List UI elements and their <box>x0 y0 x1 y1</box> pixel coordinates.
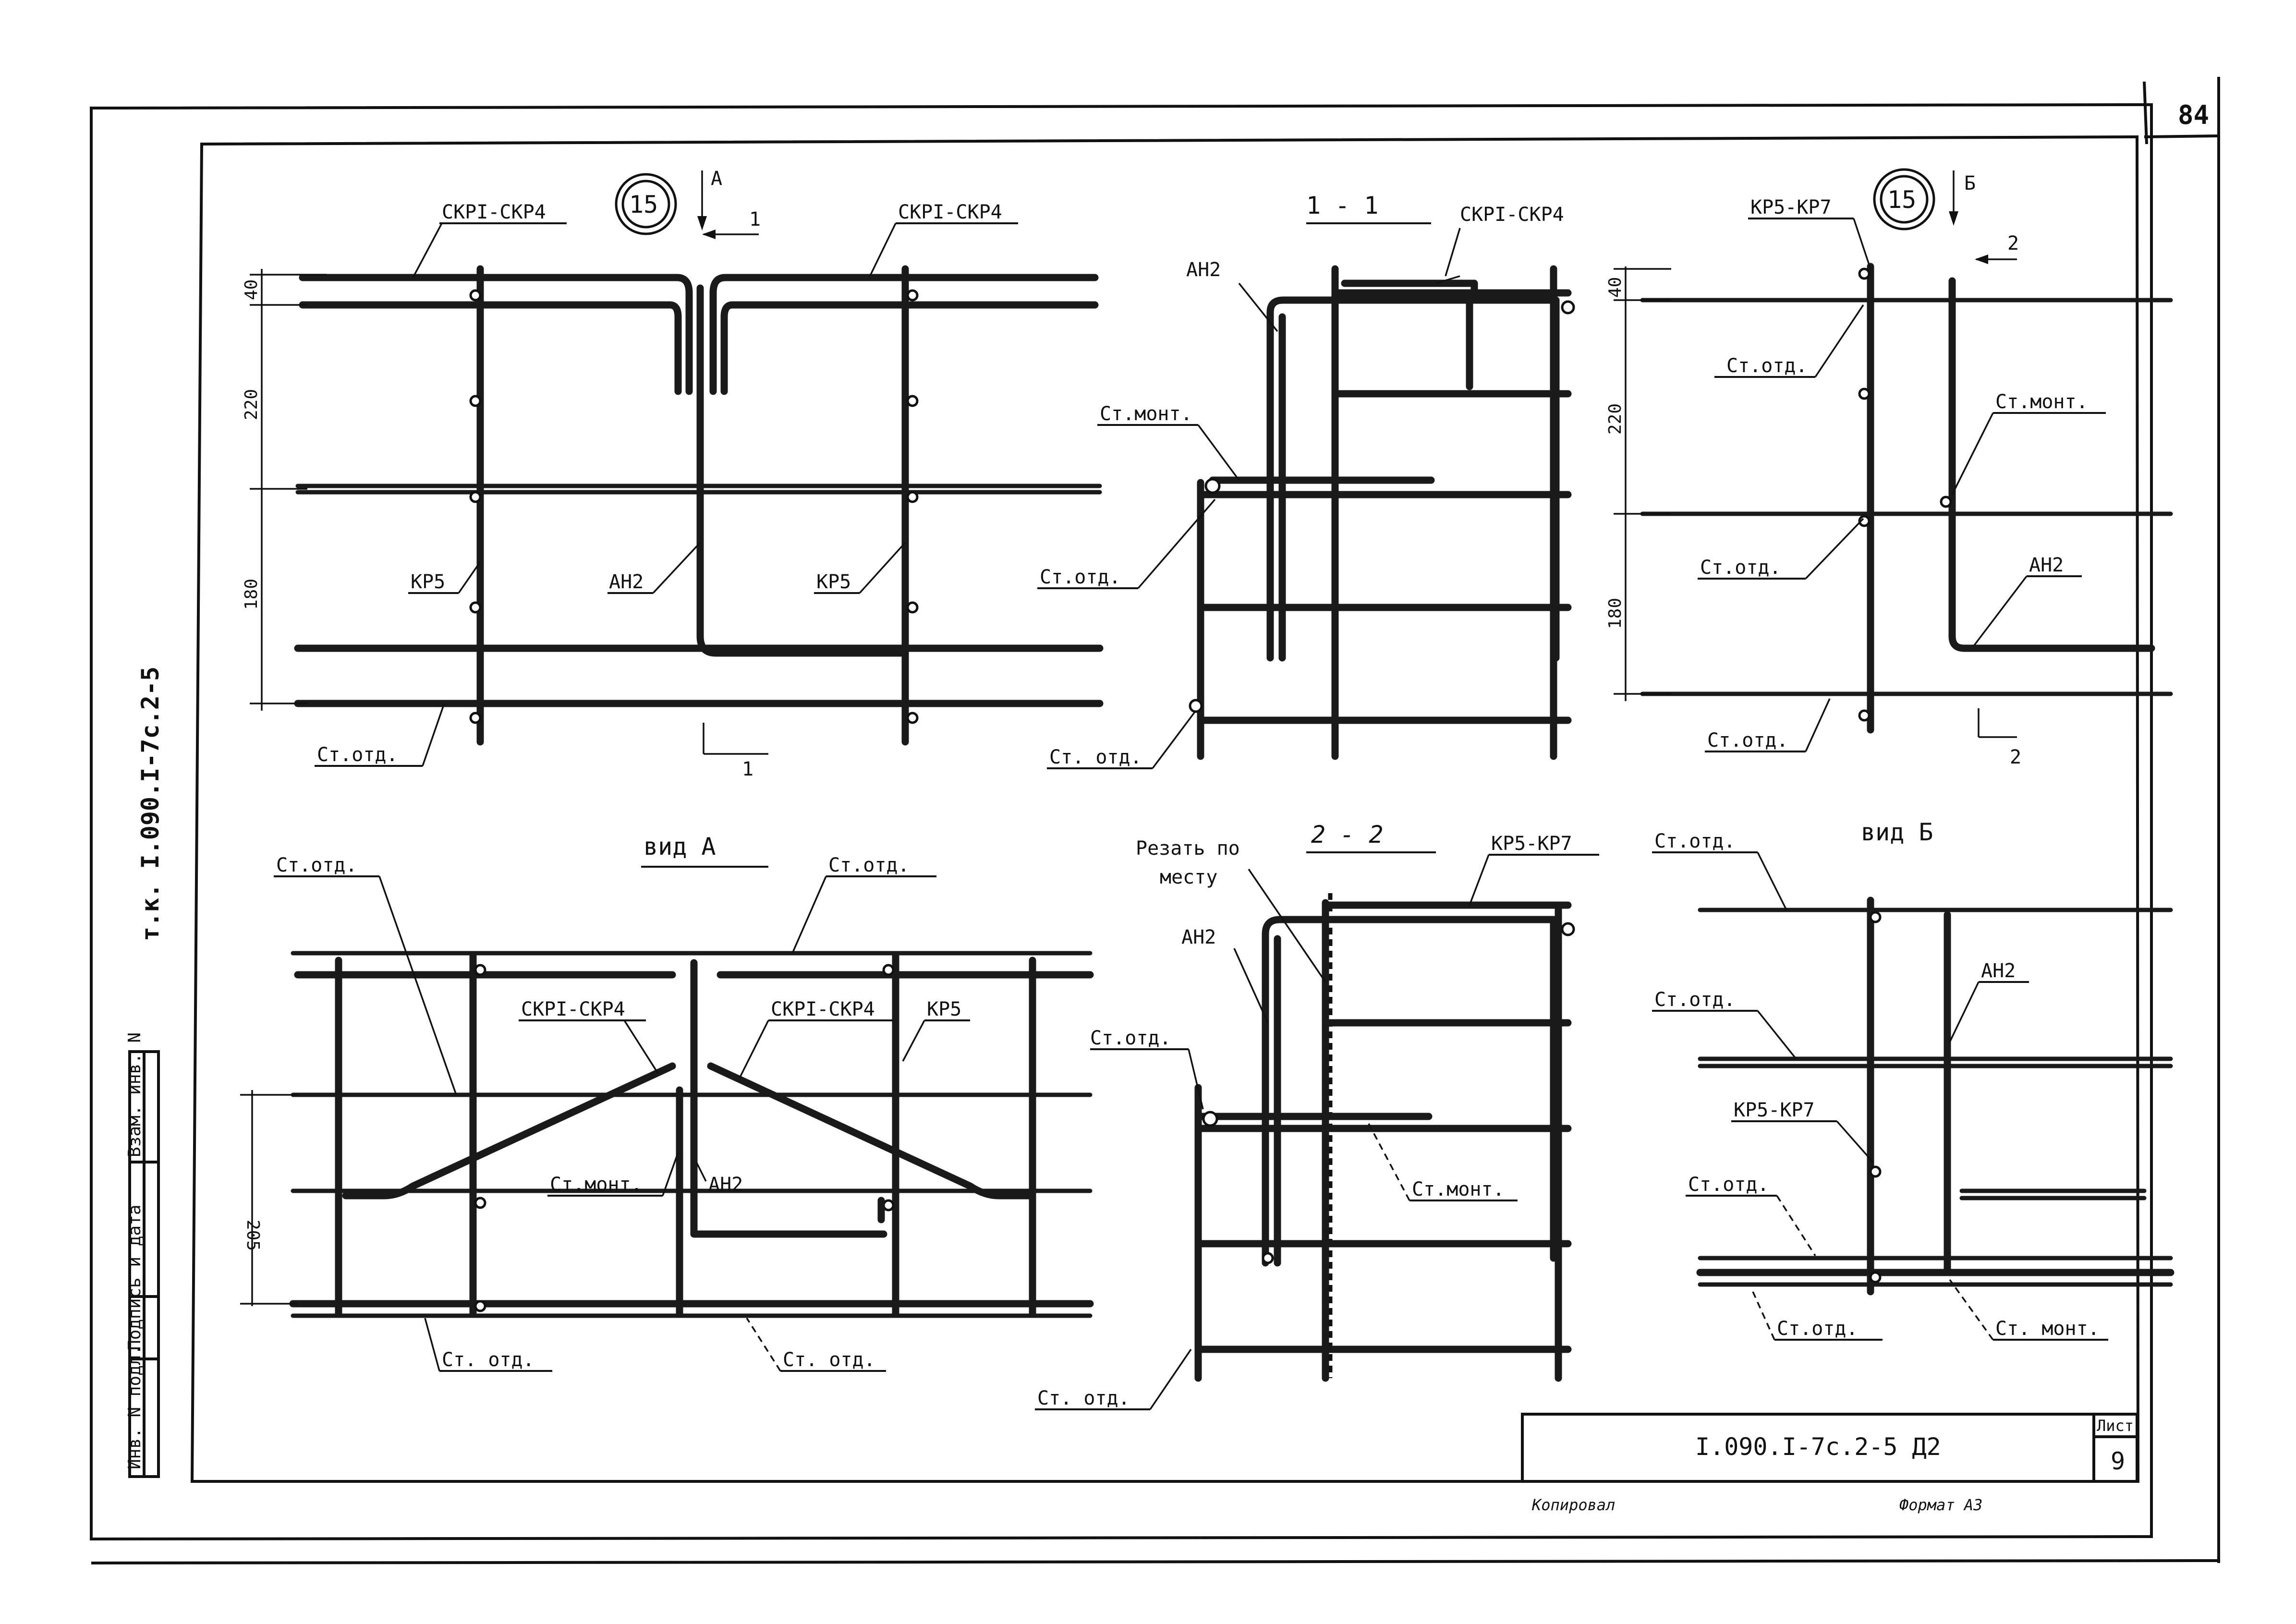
label-kp5-left: КР5 <box>411 571 445 593</box>
title-code: I.090.I-7с.2-5 Д2 <box>1695 1433 1941 1461</box>
label-st-otd-2-vb: Ст.отд. <box>1654 989 1736 1011</box>
label-st-otd-bottom-s2: Ст. отд. <box>1037 1387 1130 1409</box>
view-marker-15-b: 15 Б 40 220 180 2 2 КР5-КР7 <box>1605 168 2173 768</box>
list-number: 9 <box>2111 1447 2125 1475</box>
list-label: Лист <box>2097 1417 2134 1435</box>
label-st-otd-left-a: Ст.отд. <box>276 854 357 876</box>
label-kp-s2: КР5-КР7 <box>1491 833 1572 855</box>
view-a-title: вид А <box>644 833 716 860</box>
label-ckp-right-a: СКРI-СКР4 <box>771 998 875 1020</box>
label-ah2: АН2 <box>609 571 644 593</box>
arrow-b-label: Б <box>1964 172 1976 194</box>
label-st-otd-3-b: Ст.отд. <box>1707 729 1788 751</box>
dim-180: 180 <box>242 579 261 610</box>
label-ah2-s1: АН2 <box>1186 259 1221 281</box>
label-ckp-s1: СКРI-СКР4 <box>1460 204 1564 226</box>
stamp-inv-number: Инв. N подл. <box>125 1345 145 1469</box>
left-approval-stamp: Инв. N подл. Подпись и дата Взам. инв. N… <box>125 667 164 1478</box>
label-kp5-right: КР5 <box>816 571 851 593</box>
copied-label: Копировал <box>1531 1496 1615 1514</box>
section-2-title: 2 - 2 <box>1311 821 1384 848</box>
label-kp-vb: КР5-КР7 <box>1734 1099 1815 1121</box>
sheet-corner-number: 84 <box>2178 100 2209 130</box>
label-kp5-a: КР5 <box>927 998 961 1020</box>
label-st-otd-bottom-s1: Ст. отд. <box>1049 746 1142 768</box>
label-st-mont-s1: Ст.монт. <box>1100 403 1192 425</box>
label-cut-note-2: месту <box>1160 866 1217 888</box>
title-block: I.090.I-7с.2-5 Д2 Лист 9 Копировал Форма… <box>1521 1413 2138 1514</box>
label-st-otd-1-b: Ст.отд. <box>1726 355 1808 377</box>
stamp-replace-inv: Взам. инв. N <box>125 1032 145 1157</box>
format-label: Формат А3 <box>1899 1496 1982 1514</box>
label-ah2-a: АН2 <box>708 1174 743 1196</box>
view-section-2-2: 2 - 2 Резать по месту КР5-КР7 АН2 Ст.отд… <box>1035 821 1599 1410</box>
label-ckp-right: СКРI-СКР4 <box>898 201 1002 223</box>
stamp-document-code: т.к. I.090.I-7с.2-5 <box>136 667 164 941</box>
arrow-a-label: А <box>711 168 722 190</box>
sheet-frame: 84 <box>90 77 2220 1564</box>
view-a: вид А 205 Ст.отд. <box>240 833 1094 1372</box>
label-cut-note-1: Резать по <box>1136 837 1240 860</box>
section-1-title: 1 - 1 <box>1306 192 1379 219</box>
label-ah2-vb: АН2 <box>1981 960 2016 982</box>
dim-220: 220 <box>242 389 261 420</box>
section-mark-top-2: 2 <box>2007 232 2019 255</box>
label-st-mont-vb: Ст. монт. <box>1995 1318 2100 1340</box>
label-st-otd-4-vb: Ст.отд. <box>1777 1318 1858 1340</box>
dim-40-b: 40 <box>1605 277 1625 298</box>
dim-220-b: 220 <box>1605 403 1625 435</box>
label-ckp-left: СКРI-СКР4 <box>442 201 546 223</box>
label-st-otd-1-vb: Ст.отд. <box>1654 830 1736 852</box>
stamp-signature-date: Подпись и дата <box>125 1205 145 1350</box>
label-ah2-b: АН2 <box>2029 554 2064 576</box>
label-st-otd-bm-a: Ст. отд. <box>783 1349 875 1371</box>
label-st-otd-2-b: Ст.отд. <box>1700 557 1781 579</box>
label-st-otd-3-vb: Ст.отд. <box>1688 1174 1769 1196</box>
dim-180-b: 180 <box>1605 598 1625 629</box>
label-st-mont-a: Ст.монт. <box>550 1174 643 1196</box>
label-ah2-s2: АН2 <box>1181 926 1216 948</box>
dim-205: 205 <box>243 1220 263 1251</box>
section-mark-bottom-2: 2 <box>2010 746 2021 768</box>
section-mark-bottom: 1 <box>742 758 753 780</box>
dim-40: 40 <box>242 279 261 300</box>
label-st-mont-s2: Ст.монт. <box>1412 1178 1505 1200</box>
label-kp-b: КР5-КР7 <box>1750 196 1832 218</box>
view-b: вид Б Ст.отд. Ст.отд. АН2 КР5-КР7 Ст.отд… <box>1652 818 2175 1341</box>
marker-15-b: 15 <box>1887 186 1916 214</box>
label-st-otd: Ст.отд. <box>317 744 398 766</box>
view-section-1-1: 1 - 1 СКРI-СКР4 АН2 Ст.монт. Ст.отд. <box>1037 192 1575 769</box>
label-ckp-left-a: СКРI-СКР4 <box>521 998 625 1020</box>
view-main-elevation: 40 220 180 15 А 1 1 СКРI-СКР4 СКРI-СКР4 … <box>242 168 1104 780</box>
label-st-mont-b: Ст.монт. <box>1995 391 2088 413</box>
label-st-otd-s1: Ст.отд. <box>1040 566 1121 588</box>
label-st-otd-bl-a: Ст. отд. <box>442 1349 535 1371</box>
label-st-otd-right-a: Ст.отд. <box>828 854 910 876</box>
label-st-otd-s2: Ст.отд. <box>1090 1027 1171 1049</box>
marker-15: 15 <box>629 191 658 218</box>
section-mark-top: 1 <box>749 208 761 230</box>
view-b-title: вид Б <box>1861 818 1933 846</box>
